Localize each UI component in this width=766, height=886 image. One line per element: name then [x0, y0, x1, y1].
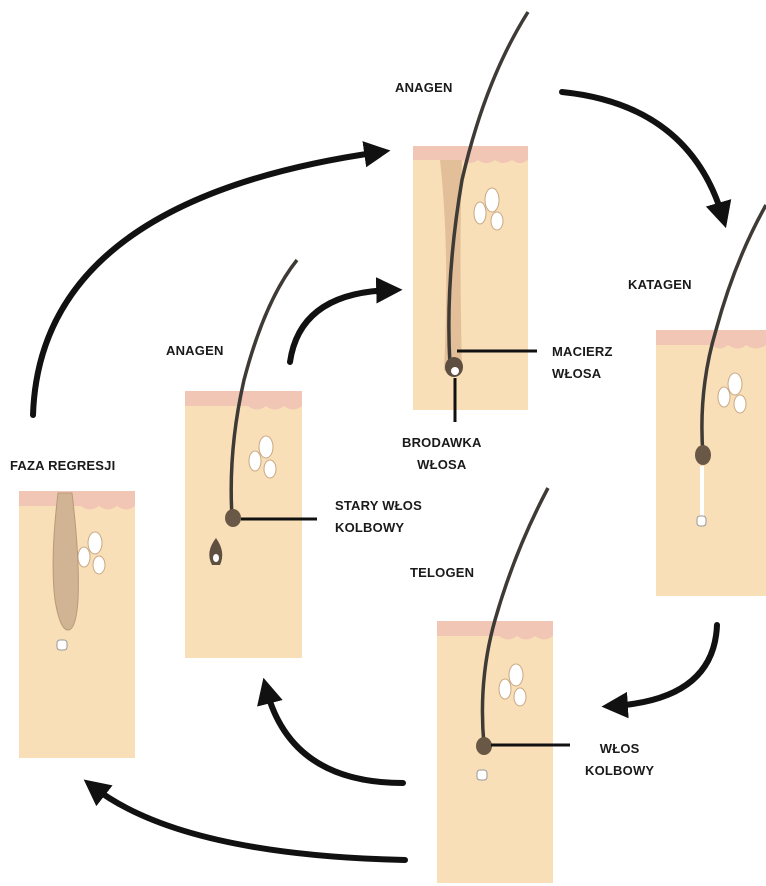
label-wlos-line1: WŁOS	[585, 738, 654, 760]
label-anagen-top: ANAGEN	[395, 77, 453, 99]
label-brodawka-line2: WŁOSA	[402, 454, 482, 476]
arrow-katagen-to-telogen	[612, 625, 717, 706]
panel-katagen	[656, 205, 766, 596]
panel-telogen	[437, 488, 553, 883]
panel-faza-regresji	[19, 491, 135, 758]
label-macierz-line2: WŁOSA	[552, 363, 613, 385]
label-anagen-left: ANAGEN	[166, 340, 224, 362]
arrow-faza-regresji-to-anagen-top	[33, 152, 380, 415]
arrow-anagen-to-katagen	[562, 92, 723, 218]
label-telogen: TELOGEN	[410, 562, 474, 584]
panel-anagen-left	[185, 260, 302, 658]
label-stary-line1: STARY WŁOS	[335, 495, 422, 517]
arrow-telogen-to-faza-regresji	[92, 786, 405, 860]
label-stary-wlos-kolbowy: STARY WŁOS KOLBOWY	[335, 495, 422, 539]
label-macierz-wlosa: MACIERZ WŁOSA	[552, 341, 613, 385]
dermal-papilla	[451, 367, 459, 375]
label-wlos-kolbowy: WŁOS KOLBOWY	[585, 738, 654, 782]
label-faza-regresji: FAZA REGRESJI	[10, 455, 115, 477]
label-brodawka-wlosa: BRODAWKA WŁOSA	[402, 432, 482, 476]
arrow-anagen-left-to-anagen-top	[290, 290, 392, 362]
label-katagen: KATAGEN	[628, 274, 692, 296]
label-brodawka-line1: BRODAWKA	[402, 432, 482, 454]
label-macierz-line1: MACIERZ	[552, 341, 613, 363]
label-wlos-line2: KOLBOWY	[585, 760, 654, 782]
arrow-telogen-to-anagen-left	[266, 688, 403, 783]
label-stary-line2: KOLBOWY	[335, 517, 422, 539]
